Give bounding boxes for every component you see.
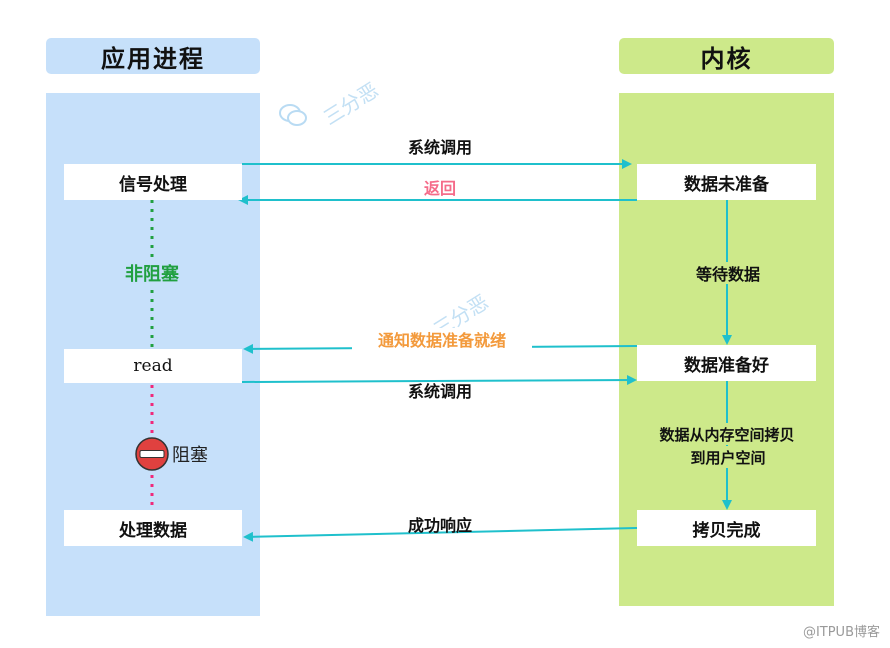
copy-label-line2: 到用户空间: [668, 446, 788, 468]
wait-data-label: 等待数据: [668, 262, 788, 284]
data-not-ready-box: 数据未准备: [637, 164, 816, 200]
syscall-label-2: 系统调用: [407, 382, 472, 401]
process-data-box: 处理数据: [64, 510, 242, 546]
notify-label: 通知数据准备就绪: [352, 328, 532, 350]
kernel-header: 内核: [619, 38, 834, 74]
wechat-icon: [279, 104, 307, 126]
data-ready-box: 数据准备好: [637, 345, 816, 381]
success-label: 成功响应: [407, 516, 472, 535]
copy-complete-box: 拷贝完成: [637, 510, 816, 546]
no-entry-icon: [135, 437, 169, 471]
non-blocking-label: 非阻塞: [112, 260, 192, 286]
syscall-label-1: 系统调用: [407, 138, 472, 157]
footer-credit: @ITPUB博客: [802, 625, 880, 640]
blocking-label: 阻塞: [172, 445, 208, 466]
blocking-indicator: 阻塞: [134, 436, 208, 472]
return-label: 返回: [423, 179, 456, 198]
success-arrow: [243, 527, 638, 542]
syscall-arrow-2: [241, 375, 637, 386]
signal-handler-box: 信号处理: [64, 164, 242, 200]
read-box: read: [64, 349, 242, 383]
app-process-header: 应用进程: [46, 38, 260, 74]
copy-label-line1: 数据从内存空间拷贝: [635, 423, 819, 445]
